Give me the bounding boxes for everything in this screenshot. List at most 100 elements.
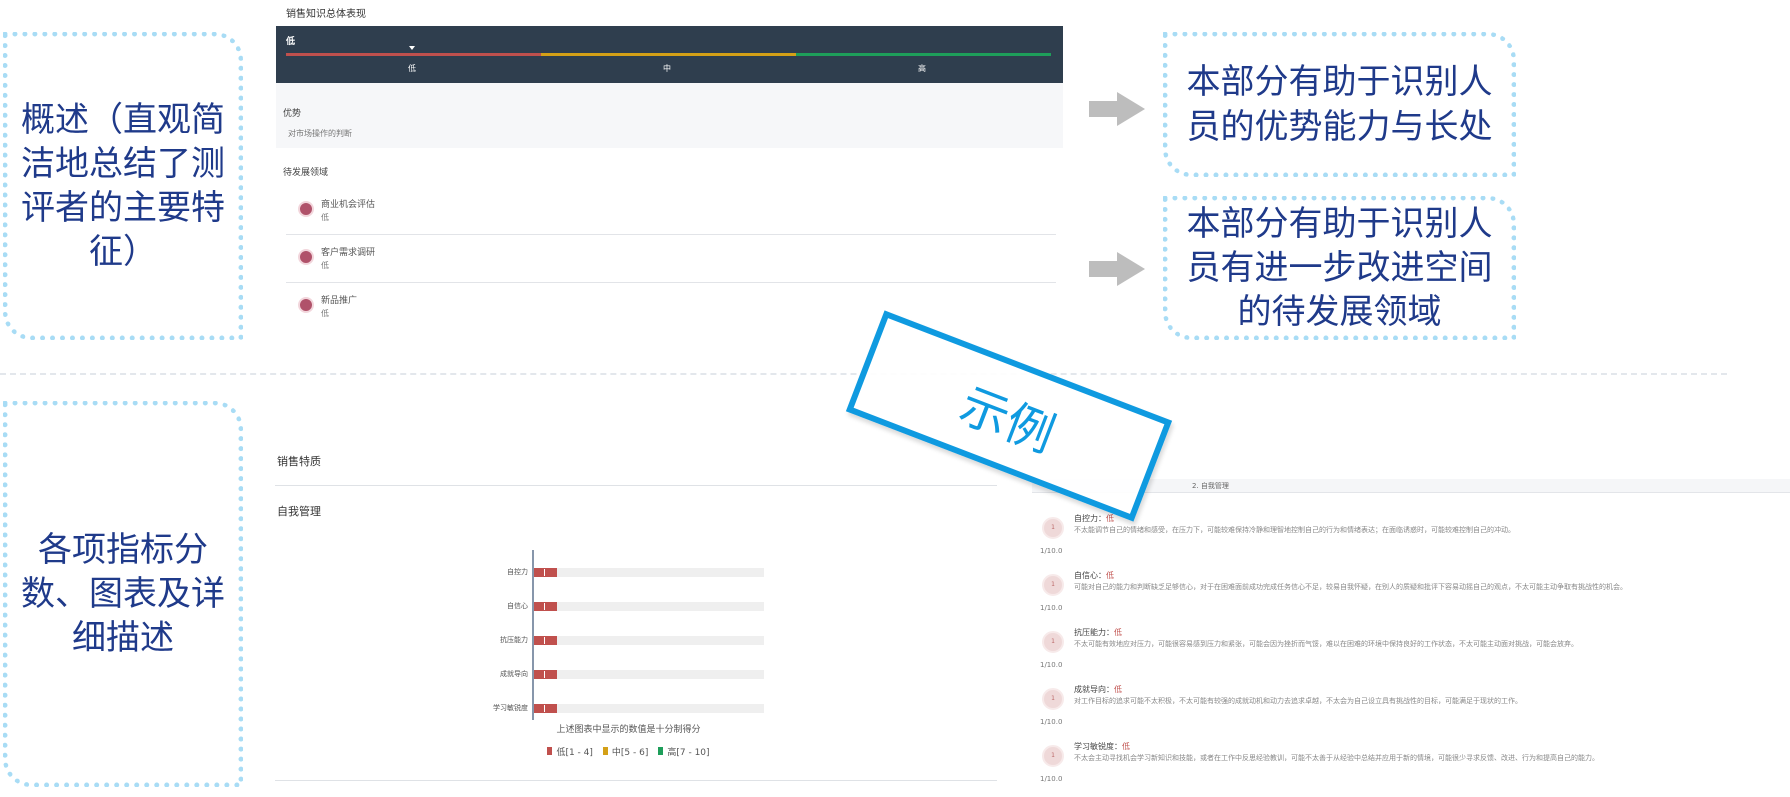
trait-level: 低 <box>1114 628 1122 637</box>
trait-level: 低 <box>1106 514 1114 523</box>
arrow-right-icon <box>1089 252 1145 286</box>
chart-legend: 低[1 - 4] 中[5 - 6] 高[7 - 10] <box>260 745 997 758</box>
arrow-right-icon <box>1089 92 1145 126</box>
weakness-level: 低 <box>321 261 329 270</box>
trait-name-text: 抗压能力： <box>1074 628 1114 637</box>
trait-name-text: 自信心： <box>1074 571 1106 580</box>
bar <box>534 704 557 713</box>
callout-text: 本部分有助于识别人员有进一步改进空间的待发展领域 <box>1186 203 1493 333</box>
chart-note: 上述图表中显示的数值是十分制得分 <box>556 725 701 735</box>
trait-detail-item: 1 1/10.0 成就导向：低 对工作目标的追求可能不太积极，不太可能有较强的成… <box>1032 680 1782 740</box>
gauge-mid <box>541 53 796 56</box>
score-text: 1/10.0 <box>1040 604 1063 612</box>
gauge-low <box>286 53 541 56</box>
divider <box>275 485 997 486</box>
bar-value-tick <box>544 705 545 712</box>
trait-name: 自信心：低 <box>1074 570 1114 581</box>
bar-track <box>534 636 764 645</box>
bar-label: 自控力 <box>507 568 528 576</box>
callout-overview: 概述（直观简洁地总结了测评者的主要特征） <box>3 32 243 340</box>
bar <box>534 636 557 645</box>
score-ring: 1 <box>1042 631 1064 653</box>
trait-name-text: 自控力： <box>1074 514 1106 523</box>
chart-axis <box>532 550 534 720</box>
weakness-level: 低 <box>321 309 329 318</box>
summary-panel: 销售知识总体表现 低 低 中 高 优势 对市场操作的判断 待发展领域 商业机会评… <box>276 0 1063 342</box>
score-ring: 1 <box>1042 574 1064 596</box>
score-value: 1 <box>1051 752 1055 759</box>
score-text: 1/10.0 <box>1040 547 1063 555</box>
callout-details: 各项指标分数、图表及详细描述 <box>3 401 243 787</box>
summary-title: 销售知识总体表现 <box>286 9 366 20</box>
scale-mid: 中 <box>663 64 671 73</box>
thumbs-down-icon <box>298 297 314 313</box>
weakness-name: 新品推广 <box>321 296 358 306</box>
strength-section: 优势 对市场操作的判断 <box>276 83 1063 148</box>
details-header: 2. 自我管理 <box>1032 479 1790 493</box>
weakness-level: 低 <box>321 213 329 222</box>
trait-detail-item: 1 1/10.0 抗压能力：低 不太可能有效地应对压力，可能很容易感到压力和紧张… <box>1032 623 1782 683</box>
score-value: 1 <box>1051 581 1055 588</box>
stamp-text: 示例 <box>952 377 1063 465</box>
bar-track <box>534 602 764 611</box>
bar-value-tick <box>544 637 545 644</box>
score-ring: 1 <box>1042 745 1064 767</box>
callout-text: 本部分有助于识别人员的优势能力与长处 <box>1186 62 1493 147</box>
callout-development: 本部分有助于识别人员有进一步改进空间的待发展领域 <box>1163 196 1516 340</box>
trait-description: 不太能调节自己的情绪和感受，在压力下，可能较难保持冷静和理智地控制自己的行为和情… <box>1074 526 1515 534</box>
development-heading: 待发展领域 <box>283 168 329 178</box>
score-value: 1 <box>1051 638 1055 645</box>
details-panel: 2. 自我管理 1 1/10.0 自控力：低 不太能调节自己的情绪和感受，在压力… <box>1032 479 1790 791</box>
trait-name-text: 学习敏锐度： <box>1074 742 1122 751</box>
bar-track <box>534 670 764 679</box>
trait-description: 对工作目标的追求可能不太积极，不太可能有较强的成就动机和动力去追求卓越，不太会为… <box>1074 697 1522 705</box>
callout-strength: 本部分有助于识别人员的优势能力与长处 <box>1163 32 1516 177</box>
bar-label: 成就导向 <box>500 670 528 678</box>
bar-track <box>534 568 764 577</box>
weakness-item: 商业机会评估低 <box>286 187 1056 235</box>
callout-text: 概述（直观简洁地总结了测评者的主要特征） <box>21 99 225 273</box>
trait-level: 低 <box>1106 571 1114 580</box>
thumbs-down-icon <box>298 201 314 217</box>
trait-detail-item: 1 1/10.0 学习敏锐度：低 不太会主动寻找机会学习新知识和技能，或者在工作… <box>1032 737 1782 797</box>
trait-name-text: 成就导向： <box>1074 685 1114 694</box>
strength-heading: 优势 <box>283 109 302 119</box>
level-marker-icon <box>409 46 415 50</box>
divider <box>275 780 997 781</box>
current-level: 低 <box>286 37 296 47</box>
gauge-high <box>796 53 1051 56</box>
legend-mid-label: 中[5 - 6] <box>611 748 649 758</box>
traits-panel: 销售特质 自我管理 自控力自信心抗压能力成就导向学习敏锐度 上述图表中显示的数值… <box>260 445 997 787</box>
legend-low-label: 低[1 - 4] <box>556 748 593 758</box>
thumbs-down-icon <box>298 249 314 265</box>
weakness-item: 客户需求调研低 <box>286 235 1056 283</box>
bar <box>534 670 557 679</box>
bar-value-tick <box>544 569 545 576</box>
trait-name: 抗压能力：低 <box>1074 627 1122 638</box>
legend-mid: 中[5 - 6] <box>602 745 649 758</box>
legend-high-label: 高[7 - 10] <box>667 748 710 758</box>
score-text: 1/10.0 <box>1040 661 1063 669</box>
scale-high: 高 <box>918 64 926 73</box>
score-value: 1 <box>1051 524 1055 531</box>
legend-high: 高[7 - 10] <box>658 745 710 758</box>
trait-level: 低 <box>1122 742 1130 751</box>
bar-label: 自信心 <box>507 602 528 610</box>
trait-description: 不太会主动寻找机会学习新知识和技能，或者在工作中反思经验教训，可能不太善于从经验… <box>1074 754 1599 762</box>
weakness-name: 客户需求调研 <box>321 248 376 258</box>
score-text: 1/10.0 <box>1040 718 1063 726</box>
trait-description: 不太可能有效地应对压力，可能很容易感到压力和紧张，可能会因为挫折而气馁，难以在困… <box>1074 640 1578 648</box>
trait-description: 可能对自己的能力和判断缺乏足够信心，对于在困难面前成功完成任务信心不足，较易自我… <box>1074 583 1627 591</box>
traits-section-title: 销售特质 <box>277 455 321 468</box>
score-value: 1 <box>1051 695 1055 702</box>
bar-label: 抗压能力 <box>500 636 528 644</box>
bar-label: 学习敏锐度 <box>493 704 528 712</box>
legend-low: 低[1 - 4] <box>547 745 593 758</box>
bar-value-tick <box>544 603 545 610</box>
trait-name: 自控力：低 <box>1074 513 1114 524</box>
strength-text: 对市场操作的判断 <box>288 129 352 138</box>
scale-low: 低 <box>408 64 416 73</box>
trait-bar-chart: 自控力自信心抗压能力成就导向学习敏锐度 <box>460 550 764 720</box>
bar <box>534 602 557 611</box>
group-title: 自我管理 <box>277 505 321 518</box>
